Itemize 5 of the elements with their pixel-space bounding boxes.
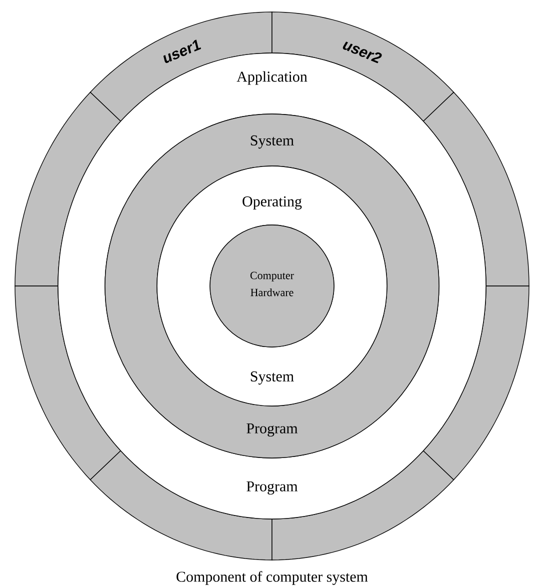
ring-segment [14, 92, 122, 286]
ring-segment [422, 286, 530, 480]
ring-segment [422, 92, 530, 286]
ring-segment [14, 286, 122, 480]
caption: Component of computer system [176, 571, 368, 585]
